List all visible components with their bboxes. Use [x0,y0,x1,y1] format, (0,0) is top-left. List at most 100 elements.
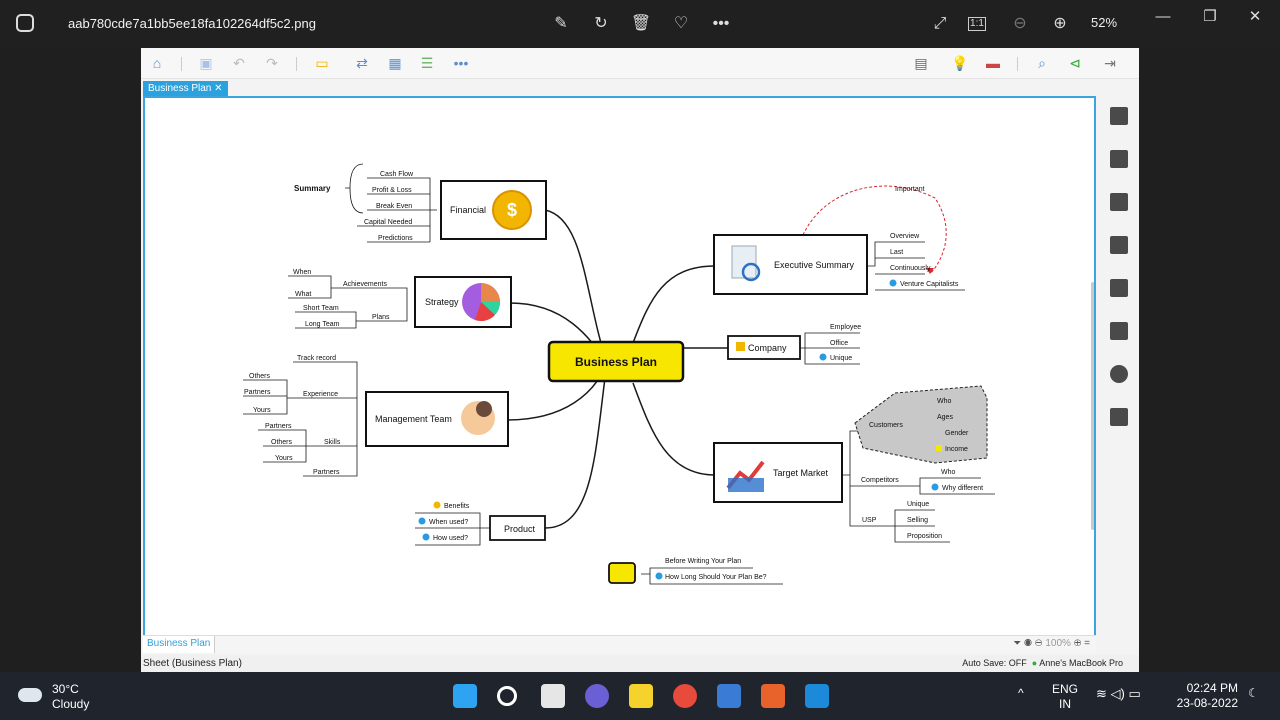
leaf-gender: Gender [945,430,969,437]
central-topic [547,340,685,383]
topic-company-label: Company [748,343,787,353]
sticky-notes-icon[interactable] [629,684,653,708]
more-icon[interactable]: ••• [712,15,730,32]
home-icon[interactable]: ⌂ [152,55,162,71]
leaf-employee: Employee [830,324,861,331]
relationship-icon[interactable]: ⇄ [356,55,368,71]
leaf-cust-who: Who [937,398,952,405]
leaf-exp-others: Others [249,373,271,380]
export-icon[interactable]: ⇥ [1104,55,1116,71]
task-view-icon[interactable] [541,684,565,708]
customer-boundary [854,385,988,464]
maximize-button[interactable]: ❐ [1203,8,1217,25]
leaf-competitors: Competitors [861,477,899,484]
delete-icon[interactable]: 🗑 [630,15,652,32]
start-icon[interactable] [453,684,477,708]
weather-desc: Cloudy [52,697,90,711]
search-icon[interactable] [497,686,517,706]
leaf-overview: Overview [890,233,920,240]
boundary-icon[interactable]: ▦ [388,55,402,71]
leaf-selling: Selling [907,517,928,524]
chrome-icon[interactable] [673,684,697,708]
summary-icon[interactable]: ☰ [420,55,434,71]
comment-icon[interactable] [1110,365,1128,383]
flag-icon[interactable] [1110,236,1128,254]
leaf-how-long: How Long Should Your Plan Be? [665,574,767,581]
topic-company [727,335,801,360]
document-tab[interactable]: Business Plan ✕ [143,81,228,96]
teams-icon[interactable] [585,684,609,708]
leaf-when: When [293,269,311,276]
mindmap-canvas[interactable]: Business Plan Financial $ Strategy Manag… [143,96,1096,653]
status-sheet: Sheet (Business Plan) [143,658,242,669]
text-style-icon[interactable] [1110,279,1128,297]
undo-icon[interactable]: ↶ [233,55,245,71]
outline-icon[interactable]: ▬ [986,55,1000,71]
xmind-taskbar-icon[interactable] [761,684,785,708]
leaf-track-record: Track record [297,355,336,362]
status-device: Anne's MacBook Pro [1039,658,1123,668]
actual-size-icon[interactable]: 1:1 [968,17,986,31]
photos-taskbar-icon[interactable] [805,684,829,708]
leaf-lines [243,163,995,585]
redo-icon[interactable]: ↷ [266,55,278,71]
leaf-customers: Customers [869,422,903,429]
cloud-icon [18,688,42,702]
leaf-skill-partners: Partners [265,423,292,430]
leaf-income: Income [945,446,968,453]
idea-icon[interactable]: 💡 [951,55,969,71]
wifi-volume-battery-icons[interactable]: ≋ ◁) ▭ [1096,686,1141,701]
outline-panel-icon[interactable] [1110,107,1128,125]
leaf-achievements: Achievements [343,281,387,288]
floating-topic [608,562,636,584]
favorite-icon[interactable]: ♡ [673,15,689,32]
notes-icon[interactable] [1110,322,1128,340]
leaf-exp-yours: Yours [253,407,271,414]
notifications-icon[interactable]: ☾ [1248,686,1259,700]
svg-text:$: $ [507,200,517,220]
search-icon[interactable]: ⌕ [1038,55,1046,71]
task-icon[interactable] [1110,408,1128,426]
central-topic-label: Business Plan [575,355,657,369]
topic-management-label: Management Team [375,414,452,424]
leaf-before-writing: Before Writing Your Plan [665,558,741,565]
relation-label-important: Important [895,186,925,193]
topic-management [365,391,509,447]
fullscreen-icon[interactable]: ⤢ [933,15,947,32]
trophy-icon [736,342,745,351]
vertical-scrollbar[interactable] [1091,282,1094,530]
format-brush-icon[interactable] [1110,150,1128,168]
presentation-icon[interactable]: ▤ [914,55,928,71]
leaf-capital-needed: Capital Needed [364,219,412,226]
image-icon[interactable] [1110,193,1128,211]
minimize-button[interactable]: — [1155,8,1171,25]
remote-desktop-icon[interactable] [717,684,741,708]
leaf-venture-capitalists: Venture Capitalists [900,281,959,288]
sheet-tab[interactable]: Business Plan [143,636,216,653]
share-icon[interactable]: ⊲ [1069,55,1081,71]
sheet-controls[interactable]: ⏷ ◉ ⊖ 100% ⊕ = [1013,638,1090,649]
file-name: aab780cde7a1bb5ee18fa102264df5c2.png [68,16,316,31]
dollar-icon [492,190,532,230]
leaf-proposition: Proposition [907,533,942,540]
leaf-last: Last [890,249,903,256]
zoom-in-icon[interactable]: ⊕ [1053,15,1067,32]
topic-target-market [713,442,843,503]
leaf-exp-partners: Partners [244,389,271,396]
weather-temp: 30°C [52,682,79,696]
tray-chevron-icon[interactable]: ^ [1018,686,1024,700]
viewer-titlebar: aab780cde7a1bb5ee18fa102264df5c2.png ✎ ↻… [0,0,1280,48]
leaf-office: Office [830,340,848,347]
photos-app-icon [16,14,34,32]
edit-icon[interactable]: ✎ [554,15,568,32]
insert-topic-icon[interactable]: ▭ [315,55,329,71]
close-button[interactable]: ✕ [1248,8,1262,25]
save-icon[interactable]: ▣ [199,55,213,71]
more-tools-icon[interactable]: ••• [453,55,469,71]
leaf-skill-yours: Yours [275,455,293,462]
leaf-when-used: When used? [429,519,468,526]
rotate-icon[interactable]: ↻ [594,15,608,32]
zoom-out-icon[interactable]: ⊖ [1013,15,1027,32]
